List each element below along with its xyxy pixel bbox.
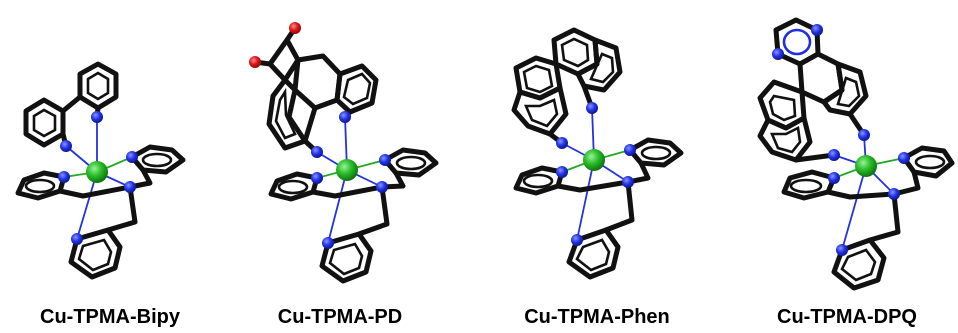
molecule-cu-tpma-phen [511, 27, 684, 280]
caption-cu-tpma-phen: Cu-TPMA-Phen [524, 306, 670, 328]
panel-cu-tpma-phen: Cu-TPMA-Phen [482, 0, 712, 333]
molecule-cu-tpma-dpq [757, 17, 955, 291]
panel-cu-tpma-bipy: Cu-TPMA-Bipy [0, 0, 220, 333]
molecule-cu-tpma-pd [249, 22, 439, 284]
panel-cu-tpma-pd: Cu-TPMA-PD [225, 0, 455, 333]
caption-cu-tpma-bipy: Cu-TPMA-Bipy [40, 306, 180, 328]
panel-cu-tpma-dpq: Cu-TPMA-DPQ [738, 0, 956, 333]
molecule-cu-tpma-bipy [15, 61, 186, 280]
caption-cu-tpma-pd: Cu-TPMA-PD [277, 306, 403, 328]
caption-cu-tpma-dpq: Cu-TPMA-DPQ [777, 306, 917, 328]
